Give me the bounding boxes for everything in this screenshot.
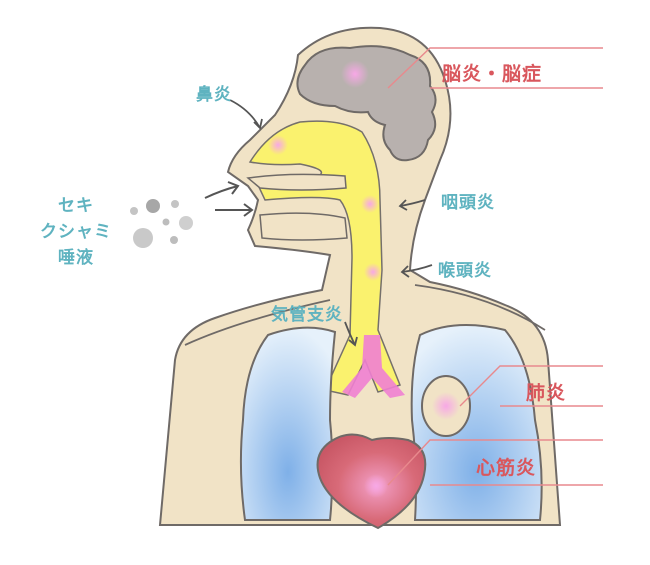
label-nose: 鼻炎 bbox=[196, 85, 232, 105]
airway bbox=[246, 120, 405, 398]
heart bbox=[316, 433, 427, 530]
label-saliva: 唾液 bbox=[58, 248, 94, 268]
label-cough: セキ bbox=[58, 196, 94, 216]
droplets bbox=[130, 199, 193, 248]
label-sneeze: クシャミ bbox=[40, 222, 112, 242]
left-lung bbox=[239, 326, 337, 521]
label-myocarditis: 心筋炎 bbox=[476, 457, 537, 479]
label-larynx: 喉頭炎 bbox=[438, 261, 492, 281]
label-brain: 脳炎・脳症 bbox=[442, 63, 543, 85]
inhale-arrows bbox=[204, 181, 254, 217]
right-lung bbox=[410, 324, 543, 521]
label-droplets: セキ クシャミ 唾液 bbox=[40, 193, 112, 271]
lungs bbox=[239, 324, 543, 521]
leader-lines bbox=[387, 47, 603, 486]
label-pharynx: 咽頭炎 bbox=[441, 193, 495, 213]
pointer-arrows bbox=[229, 99, 433, 347]
label-pneumonia: 肺炎 bbox=[526, 382, 567, 404]
label-bronchitis: 気管支炎 bbox=[271, 305, 343, 325]
